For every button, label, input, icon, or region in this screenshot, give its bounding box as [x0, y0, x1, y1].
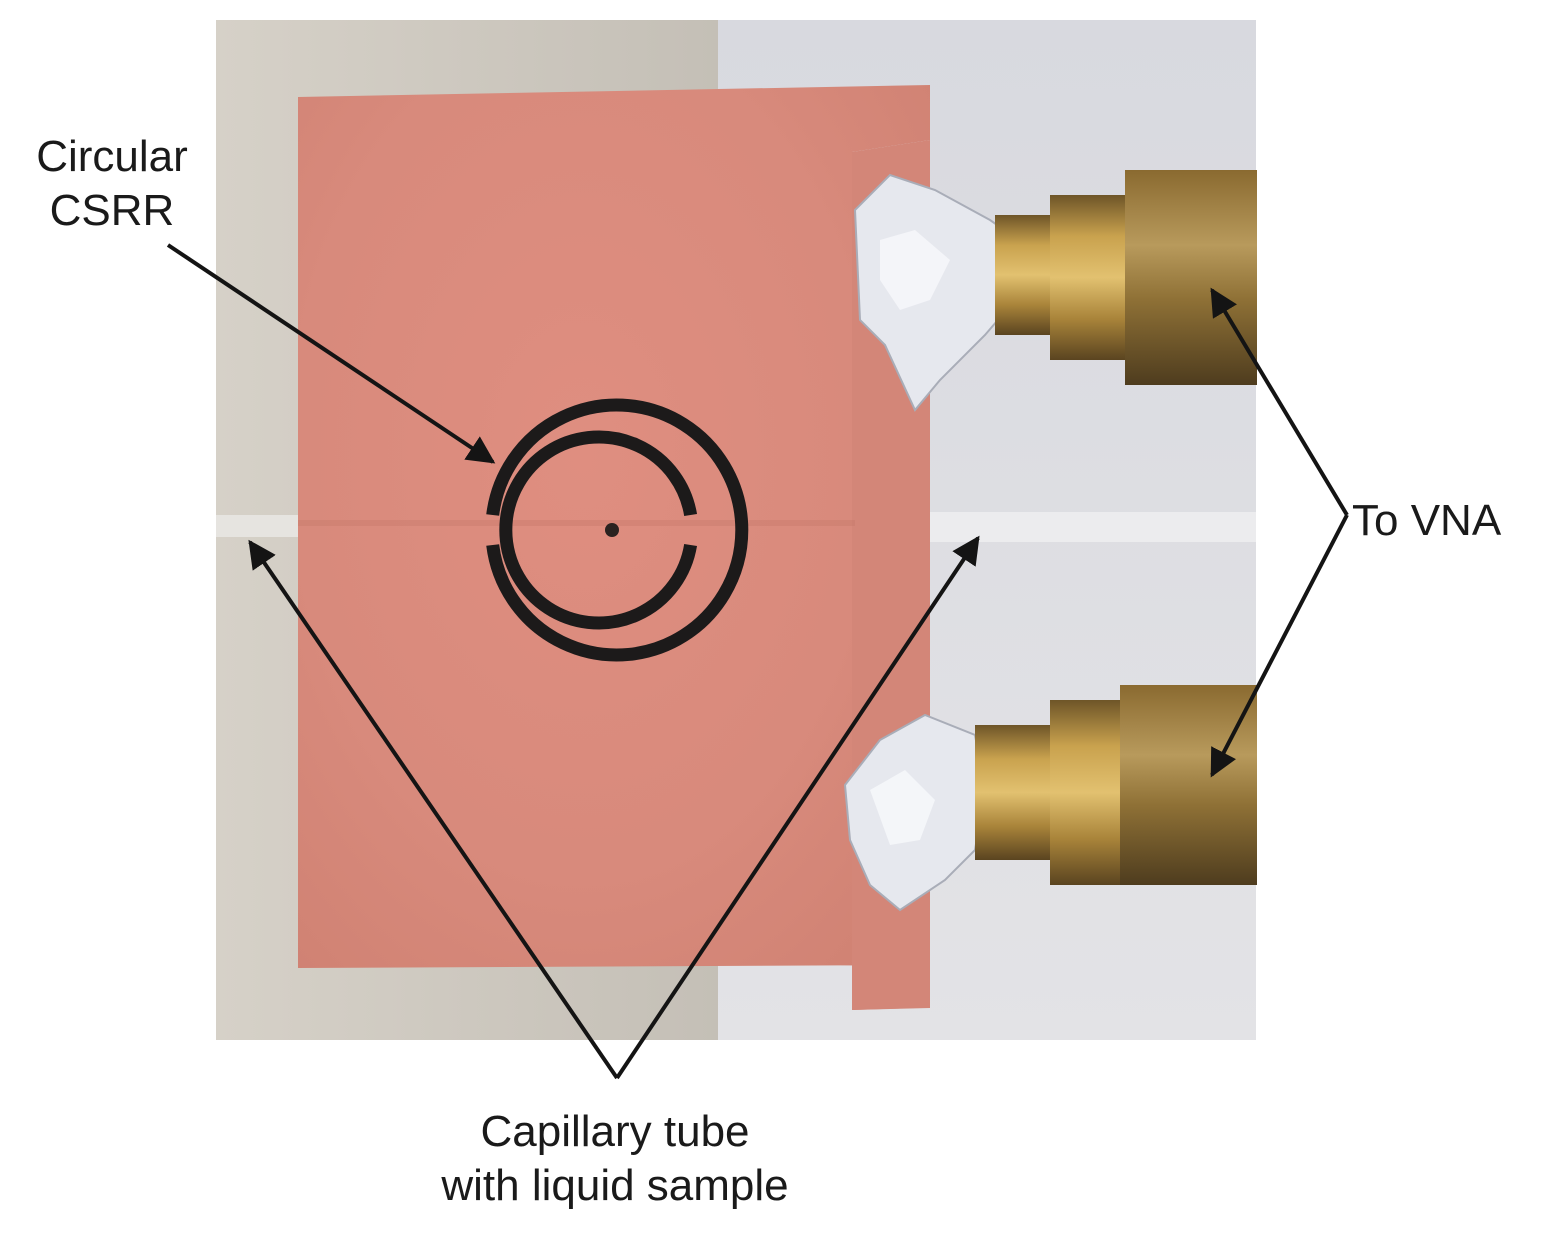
csrr-rings — [486, 398, 749, 662]
arrow-csrr — [166, 243, 496, 464]
label-capillary-tube: Capillary tube with liquid sample — [365, 1105, 865, 1213]
label-line: with liquid sample — [441, 1161, 789, 1210]
label-line: CSRR — [49, 186, 175, 235]
label-line: To VNA — [1352, 496, 1502, 545]
copper-board — [298, 85, 930, 1010]
arrow-vna-top — [1210, 287, 1349, 517]
arrow-vna-bottom — [1210, 514, 1349, 778]
label-circular-csrr: Circular CSRR — [12, 130, 212, 238]
sma-connector-top — [853, 170, 1257, 412]
annotation-arrows — [166, 243, 1349, 1080]
arrow-capillary-right — [615, 535, 980, 1080]
arrow-capillary-left — [248, 539, 619, 1080]
label-line: Circular — [36, 132, 188, 181]
label-to-vna: To VNA — [1352, 494, 1501, 548]
label-line: Capillary tube — [480, 1107, 750, 1156]
sma-connector-bottom — [843, 685, 1257, 912]
